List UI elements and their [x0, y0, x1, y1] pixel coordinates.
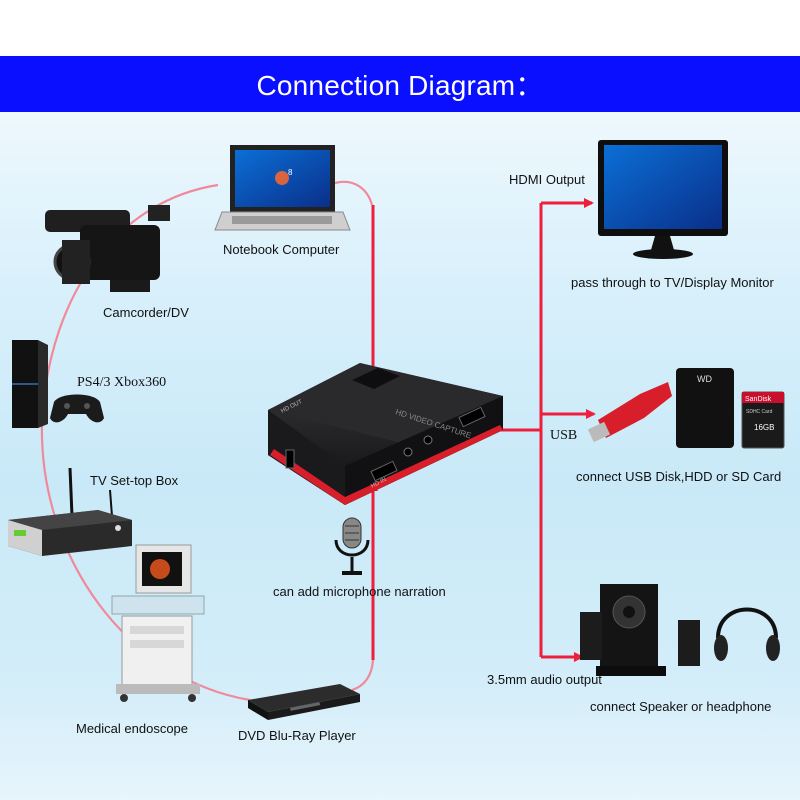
camcorder-icon [45, 205, 170, 292]
laptop-icon: 8 [214, 145, 351, 231]
microphone-icon [334, 517, 370, 575]
page-title: Connection Diagram： [256, 70, 544, 101]
mic-jack [423, 435, 433, 445]
caption-usb: connect USB Disk,HDD or SD Card [576, 469, 782, 484]
dvd-player-icon [248, 684, 360, 720]
capture-device: HD VIDEO CAPTURE HD OUT HD IN [268, 363, 503, 505]
caption-hdmi-output: pass through to TV/Display Monitor [571, 275, 774, 290]
source-loop-line-bottom [351, 659, 375, 692]
label-hdmi-output: HDMI Output [509, 172, 585, 187]
label-camcorder: Camcorder/DV [103, 305, 189, 320]
usb-storage-icon: WD SanDisk SDHC Card 16GB [587, 368, 785, 449]
caption-audio-output: connect Speaker or headphone [590, 699, 772, 714]
hdd-logo: WD [697, 374, 712, 384]
sd-type: SDHC Card [746, 409, 773, 415]
label-medical-endoscope: Medical endoscope [76, 721, 189, 736]
label-dvd-player: DVD Blu-Ray Player [238, 728, 356, 743]
laptop-screen-text: 8 [288, 168, 293, 177]
speaker-headphone-icon [580, 584, 780, 676]
monitor-icon [598, 140, 728, 259]
hdmi-port-front [370, 460, 398, 482]
sd-brand: SanDisk [745, 396, 772, 403]
label-audio-output: 3.5mm audio output [487, 672, 602, 687]
usb-port-side [285, 449, 295, 469]
hdmi-port-rear [458, 406, 486, 428]
audio-jack [403, 447, 413, 457]
title-banner [0, 56, 800, 112]
label-game-console: PS4/3 Xbox360 [77, 375, 167, 390]
label-microphone: can add microphone narration [273, 584, 446, 599]
label-usb: USB [550, 428, 578, 443]
source-loop-line-top [334, 180, 374, 206]
medical-endoscope-icon [111, 544, 205, 702]
sd-size: 16GB [754, 423, 774, 432]
game-console-icon [12, 340, 104, 428]
set-top-box-icon [8, 467, 132, 556]
label-notebook-computer: Notebook Computer [223, 242, 340, 257]
label-set-top-box: TV Set-top Box [90, 473, 179, 488]
